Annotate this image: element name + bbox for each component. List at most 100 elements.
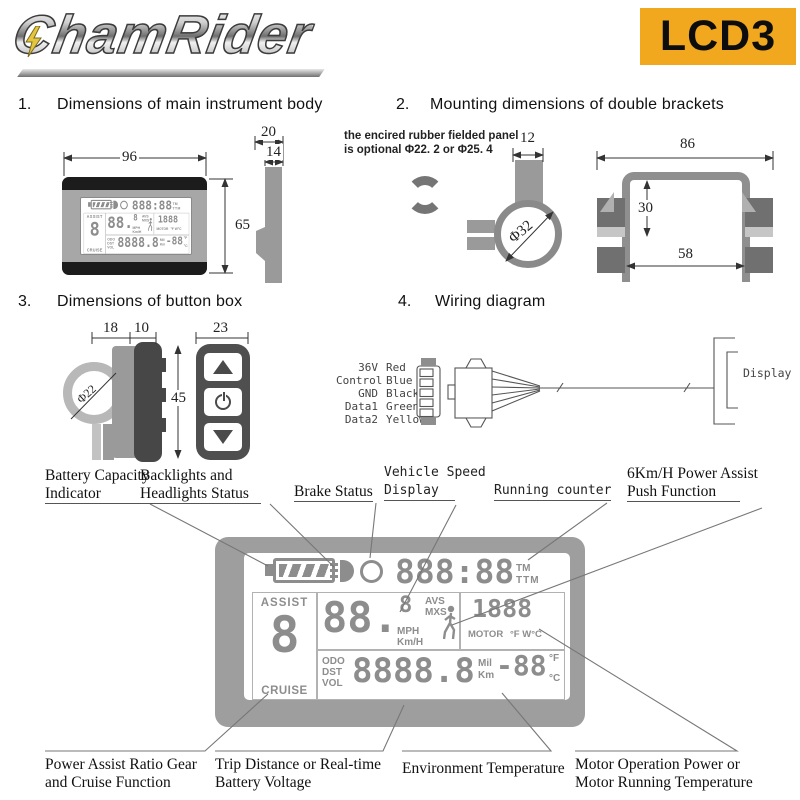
- lcd-screen: 888:88 TM TTM ASSIST 8 CRUISE 88. 8 AVS …: [244, 553, 570, 700]
- display-label: Display: [743, 366, 792, 380]
- bracket-note-line1: the encired rubber fielded panel: [344, 130, 519, 142]
- battery-icon: [273, 558, 335, 583]
- deg-f-label: °F: [183, 236, 188, 241]
- dim-body-width: 96: [120, 149, 139, 165]
- pin-name: Data2: [344, 413, 378, 426]
- bracket-frame: [622, 172, 750, 282]
- headlight-icon: [113, 200, 119, 210]
- pin-color: Green: [386, 400, 420, 413]
- headlight-beam: [330, 563, 338, 566]
- motor-value: 1888: [472, 594, 533, 623]
- down-button[interactable]: [204, 423, 242, 451]
- bracket-note-line2: is optional Φ22. 2 or Φ25. 4: [344, 144, 493, 156]
- kmh-label: Km/H: [132, 230, 142, 235]
- battery-nub: [88, 202, 91, 207]
- bracket-block: [597, 198, 625, 227]
- walking-person-icon: [148, 218, 153, 231]
- model-badge-label: LCD3: [659, 12, 777, 60]
- motor-box: [153, 212, 190, 235]
- speed-digits: 88.: [107, 213, 133, 232]
- odo-label: ODO: [107, 237, 115, 242]
- km-label: Km: [478, 670, 495, 681]
- section3-title: Dimensions of button box: [57, 293, 243, 310]
- dim-button-height: 45: [169, 390, 188, 406]
- dst-label: DST: [107, 241, 115, 246]
- mph-label: MPH: [132, 225, 141, 231]
- dim-button-18: 18: [101, 320, 120, 336]
- battery-icon: [90, 199, 112, 210]
- pin-name: GND: [358, 387, 378, 400]
- odo-box: [105, 234, 190, 254]
- section4-title: Wiring diagram: [435, 293, 546, 310]
- deg-c-label: °C: [549, 673, 561, 684]
- brake-icon: [360, 560, 383, 583]
- power-button[interactable]: [204, 388, 242, 416]
- motor-label: MOTOR: [468, 629, 504, 640]
- headlight-beam: [109, 201, 113, 203]
- instrument-mini-screen: 888:88 TM TTM ASSIST 8 CRUISE 88. 8 AVS …: [80, 197, 192, 255]
- deg-c-label: °C: [183, 243, 188, 248]
- callout-gear: Power Assist Ratio Gear and Cruise Funct…: [45, 756, 197, 791]
- bracket-block-stripe: [745, 227, 773, 237]
- up-button[interactable]: [204, 353, 242, 381]
- tm-label: TM: [172, 201, 178, 207]
- pin-color: Blue: [386, 374, 413, 387]
- dim-side-width: 20: [259, 124, 278, 140]
- kmh-label: Km/H: [397, 637, 424, 648]
- deg-f-label: °F: [549, 653, 560, 664]
- mini-lcd-panel: 888:88 TM TTM ASSIST 8 CRUISE 88. 8 AVS …: [81, 198, 191, 254]
- callout-motor: Motor Operation Power or Motor Running T…: [575, 756, 753, 791]
- callout-env: Environment Temperature: [402, 760, 565, 777]
- bracket-block-stripe: [597, 227, 625, 237]
- km-label: Km: [159, 242, 166, 247]
- brake-icon: [120, 200, 128, 210]
- up-arrow-icon: [213, 360, 233, 374]
- dim-side-inner: 14: [264, 144, 283, 160]
- speed-sub-digit: 8: [133, 213, 138, 223]
- headlight-beam: [109, 206, 113, 208]
- bracket-block: [745, 198, 773, 227]
- cruise-label: CRUISE: [86, 248, 103, 253]
- battery-nub: [265, 564, 273, 576]
- vol-label: VOL: [107, 245, 115, 250]
- speed-sub-digit: 8: [399, 593, 413, 618]
- avs-label: AVS: [141, 214, 149, 219]
- rubber-ring-icon: [406, 176, 444, 214]
- pin-name: Control: [336, 374, 383, 387]
- callout-battery: Battery Capacity Indicator: [45, 467, 150, 504]
- mil-label: Mil: [159, 238, 165, 243]
- dim-button-23: 23: [211, 320, 230, 336]
- motor-label: MOTOR: [156, 226, 169, 232]
- section2-number: 2.: [396, 96, 410, 113]
- button-box-nub: [162, 418, 166, 432]
- pin-color: Yellow: [386, 413, 426, 426]
- cruise-label: CRUISE: [261, 685, 308, 697]
- dst-label: DST: [322, 667, 342, 678]
- button-box-nub: [162, 358, 166, 372]
- tm-label: TM: [516, 563, 531, 574]
- assist-label: ASSIST: [86, 214, 103, 220]
- bracket-block: [597, 247, 625, 273]
- callout-speed: Vehicle Speed Display: [384, 464, 486, 501]
- callout-brake: Brake Status: [294, 483, 373, 502]
- pin-name: 36V: [358, 361, 378, 374]
- bracket-tab: [467, 237, 495, 250]
- gear-digit: 8: [269, 606, 300, 664]
- speed-box: [105, 212, 154, 235]
- mil-label: Mil: [478, 658, 492, 669]
- motor-units: °F W°C: [170, 226, 182, 232]
- mxs-label: MXS: [141, 218, 150, 223]
- trip-digits: 8888.8: [352, 651, 475, 691]
- button-pad: [196, 344, 250, 460]
- dim-button-10: 10: [132, 320, 151, 336]
- headlight-icon: [340, 560, 354, 582]
- assist-label: ASSIST: [260, 597, 309, 609]
- section2-title: Mounting dimensions of double brackets: [430, 96, 724, 113]
- motor-value: 1888: [157, 213, 179, 225]
- button-box-stem: [92, 424, 101, 460]
- dim-body-height: 65: [233, 217, 252, 233]
- bracket-tab: [467, 220, 495, 233]
- button-box-stem: [103, 424, 114, 460]
- lightning-icon: [25, 26, 42, 58]
